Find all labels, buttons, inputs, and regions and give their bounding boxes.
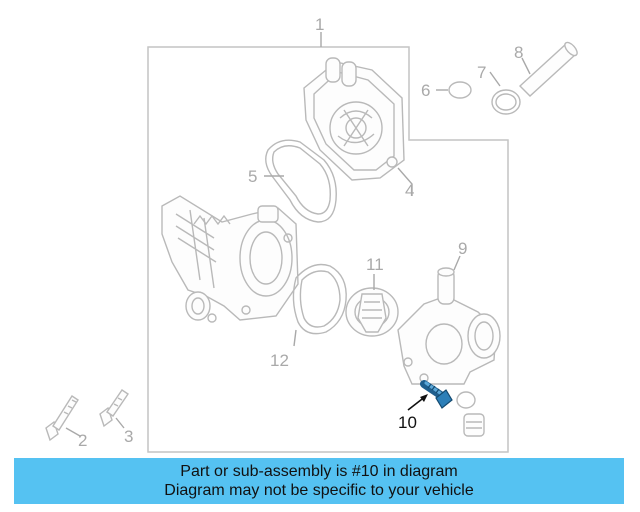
part-housing xyxy=(161,195,299,323)
part-small-o-ring xyxy=(456,391,476,409)
assembly-outline xyxy=(147,46,509,453)
part-7-o-ring xyxy=(491,89,521,115)
callout-10: 10 xyxy=(398,413,417,432)
part-6-o-ring xyxy=(448,81,472,99)
part-5-gasket xyxy=(265,139,337,223)
callout-5: 5 xyxy=(248,167,257,186)
part-2-bolt xyxy=(45,395,79,442)
banner-line-part-number: Part or sub-assembly is #10 in diagram xyxy=(180,463,458,480)
part-11-thermostat xyxy=(345,287,399,337)
callout-1: 1 xyxy=(315,15,324,34)
callout-2: 2 xyxy=(78,431,87,450)
part-10-bolt-highlighted xyxy=(420,380,453,409)
leader-7 xyxy=(489,71,501,87)
leader-2 xyxy=(65,427,81,437)
callout-6: 6 xyxy=(421,81,430,100)
callout-8: 8 xyxy=(514,43,523,62)
part-8-pipe xyxy=(518,41,578,97)
part-3-bolt xyxy=(99,389,129,428)
callout-7: 7 xyxy=(477,63,486,82)
info-banner: Part or sub-assembly is #10 in diagram D… xyxy=(14,458,624,504)
leader-9 xyxy=(453,255,461,271)
callout-11: 11 xyxy=(366,255,384,274)
part-plug xyxy=(463,413,485,437)
callout-9: 9 xyxy=(458,239,467,258)
callout-4: 4 xyxy=(405,181,414,200)
part-12-gasket xyxy=(292,263,347,335)
leader-4 xyxy=(397,167,413,196)
part-9-thermostat-housing xyxy=(397,267,501,385)
leader-8 xyxy=(521,57,531,75)
callout-12: 12 xyxy=(270,351,289,370)
leader-10-arrowhead xyxy=(420,394,428,402)
leader-3 xyxy=(115,417,125,429)
part-4-pump-cover xyxy=(303,57,405,181)
callout-3: 3 xyxy=(124,427,133,446)
leader-12 xyxy=(293,329,297,347)
banner-line-disclaimer: Diagram may not be specific to your vehi… xyxy=(164,482,474,499)
